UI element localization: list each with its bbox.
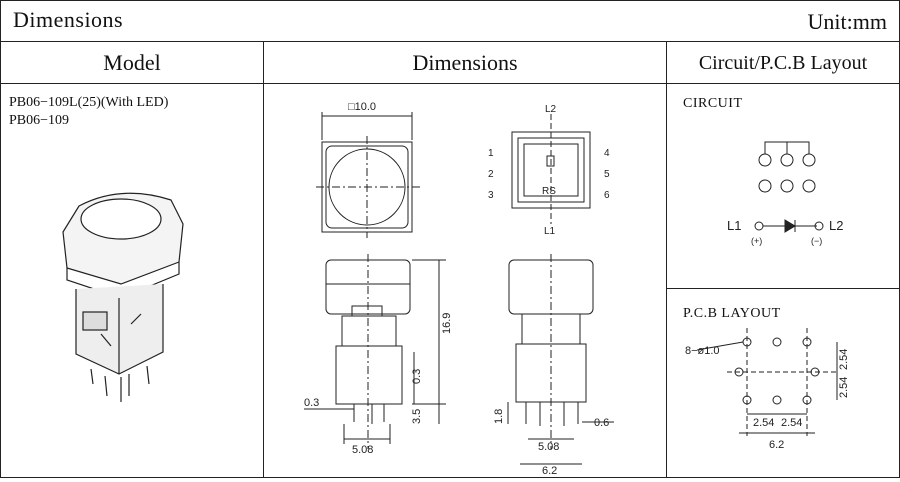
pin-label: 6 — [604, 190, 610, 201]
pin-l2-label: L2 — [545, 104, 557, 115]
dim-508-side: 5.08 — [538, 441, 559, 453]
dim-18: 1.8 — [493, 409, 505, 424]
pin-label: 2 — [488, 169, 494, 180]
model-item: PB06−109L(25)(With LED) — [9, 95, 169, 110]
circuit-label: CIRCUIT — [683, 96, 743, 111]
dimensions-cell: □10.0 L2 L1 RS 1 2 3 4 5 6 16.9 0.3 0.3 … — [264, 84, 667, 477]
pcb-layout-diagram: 8−ø1.0 2.54 2.54 2.54 2.54 6.2 — [685, 328, 850, 451]
title-bar: Dimensions Unit:mm — [1, 1, 899, 42]
model-list: PB06−109L(25)(With LED) PB06−109 — [9, 94, 168, 130]
pcb-pitch-h2: 2.54 — [781, 417, 802, 429]
column-header-model: Model — [1, 42, 264, 84]
dim-03-left: 0.3 — [304, 397, 319, 409]
pin-label: 1 — [488, 148, 494, 159]
pcb-layout-label: P.C.B LAYOUT — [683, 306, 781, 321]
circuit-diagram: L1 L2 (+) (−) — [727, 141, 843, 246]
pin-label: 3 — [488, 190, 494, 201]
column-header-circuit: Circuit/P.C.B Layout — [667, 42, 899, 84]
switch-3d-drawing — [62, 192, 184, 402]
dim-35: 3.5 — [411, 409, 423, 424]
column-header-dimensions: Dimensions — [264, 42, 667, 84]
pcb-width: 6.2 — [769, 439, 784, 451]
pin-label: 5 — [604, 169, 610, 180]
model-item: PB06−109 — [9, 113, 70, 128]
pcb-pitch-v2: 2.54 — [838, 377, 850, 398]
pcb-pitch-v1: 2.54 — [838, 349, 850, 370]
plus-label: (+) — [751, 236, 762, 246]
dim-top-size: □10.0 — [348, 101, 376, 113]
dim-06: 0.6 — [594, 417, 609, 429]
led-l2-label: L2 — [829, 218, 843, 233]
dim-height: 16.9 — [441, 313, 453, 334]
led-l1-label: L1 — [727, 218, 741, 233]
model-cell: PB06−109L(25)(With LED) PB06−109 — [1, 84, 264, 477]
dim-508-front: 5.08 — [352, 444, 373, 456]
circuit-cell: CIRCUIT L1 L2 (+) (−) P.C.B LAYOUT — [667, 84, 899, 477]
pin-l1-label: L1 — [544, 226, 556, 237]
dim-62: 6.2 — [542, 465, 557, 477]
pcb-hole-label: 8−ø1.0 — [685, 345, 720, 357]
rs-label: RS — [542, 186, 556, 197]
dim-03-vertical: 0.3 — [411, 369, 423, 384]
pcb-pitch-h1: 2.54 — [753, 417, 774, 429]
unit-label: Unit:mm — [807, 9, 887, 34]
section-divider — [667, 288, 899, 289]
minus-label: (−) — [811, 236, 822, 246]
page-title: Dimensions — [13, 7, 124, 32]
pin-label: 4 — [604, 148, 610, 159]
dimension-drawings: □10.0 L2 L1 RS 1 2 3 4 5 6 16.9 0.3 0.3 … — [304, 101, 614, 477]
